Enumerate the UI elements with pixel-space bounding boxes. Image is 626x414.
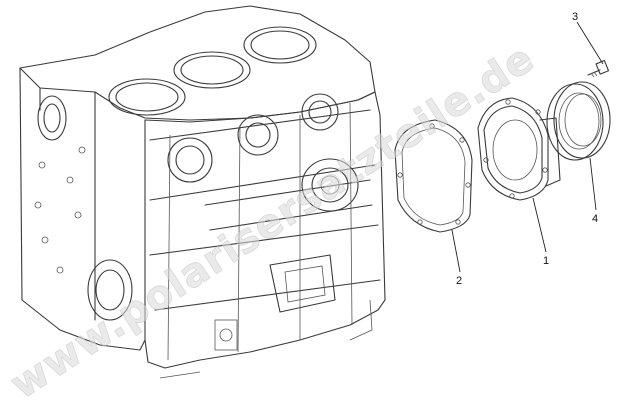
callout-4: 4 bbox=[592, 213, 598, 225]
callout-1: 1 bbox=[543, 255, 549, 267]
part-4-seal bbox=[546, 81, 611, 161]
engine-block bbox=[19, 5, 386, 379]
part-3-bolt bbox=[587, 60, 610, 78]
leader-lines bbox=[451, 21, 604, 273]
part-2-gasket bbox=[394, 119, 473, 233]
callout-2: 2 bbox=[456, 275, 462, 287]
callout-3: 3 bbox=[572, 11, 578, 23]
part-1-cover bbox=[477, 97, 561, 201]
